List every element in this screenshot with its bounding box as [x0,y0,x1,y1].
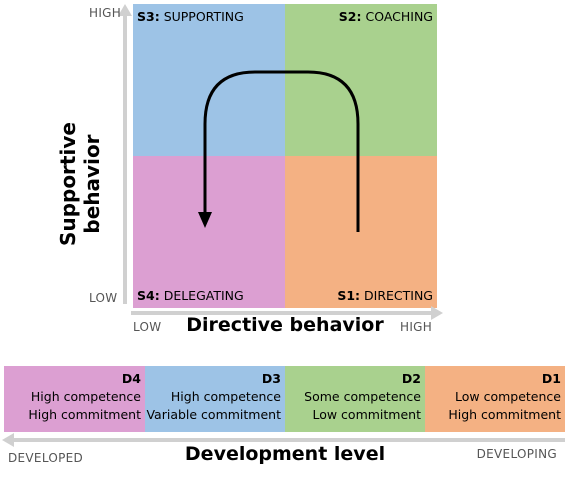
d1-commitment: High commitment [448,407,561,422]
developed-label: DEVELOPED [8,451,84,465]
quadrant-s2-coaching: S2: COACHING [285,4,437,156]
x-axis-arrow [131,306,443,320]
x-axis-low-label: LOW [133,320,162,334]
d2-commitment: Low commitment [312,407,421,422]
development-flow-arrow [198,70,360,232]
d3-competence: High competence [170,389,281,404]
development-axis-arrow [2,433,565,447]
d3-commitment: Variable commitment [146,407,281,422]
quadrant-s4-delegating: S4: DELEGATING [133,156,285,308]
d4-commitment: High commitment [28,407,141,422]
x-axis-title: Directive behavior [186,314,384,336]
d1-competence: Low competence [455,389,561,404]
development-level-d4: D4 High competence High commitment [4,366,145,432]
d3-code: D3 [261,371,281,386]
d4-competence: High competence [30,389,141,404]
d1-code: D1 [541,371,561,386]
d4-code: D4 [121,371,141,386]
x-axis-high-label: HIGH [400,320,433,334]
development-level-title: Development level [184,443,386,465]
development-level-bar: D4 High competence High commitment D3 Hi… [4,366,565,432]
quadrant-s1-directing: S1: DIRECTING [285,156,437,308]
quadrant-s2-label: S2: COACHING [338,9,433,24]
y-axis-high-label: HIGH [89,6,122,20]
y-axis-arrow [118,4,132,304]
y-axis-low-label: LOW [89,291,118,305]
d2-code: D2 [401,371,421,386]
y-axis-title: Supportive behavior [56,122,104,246]
development-level-d1: D1 Low competence High commitment [425,366,565,432]
development-level-d2: D2 Some competence Low commitment [285,366,425,432]
quadrant-s1-label: S1: DIRECTING [337,288,433,303]
quadrant-s3-supporting: S3: SUPPORTING [133,4,285,156]
development-level-d3: D3 High competence Variable commitment [145,366,285,432]
d2-competence: Some competence [304,389,421,404]
developing-label: DEVELOPING [476,447,557,461]
quadrant-s4-label: S4: DELEGATING [137,288,244,303]
quadrant-s3-label: S3: SUPPORTING [137,9,244,24]
leadership-style-grid: S3: SUPPORTING S2: COACHING S4: DELEGATI… [133,4,437,308]
